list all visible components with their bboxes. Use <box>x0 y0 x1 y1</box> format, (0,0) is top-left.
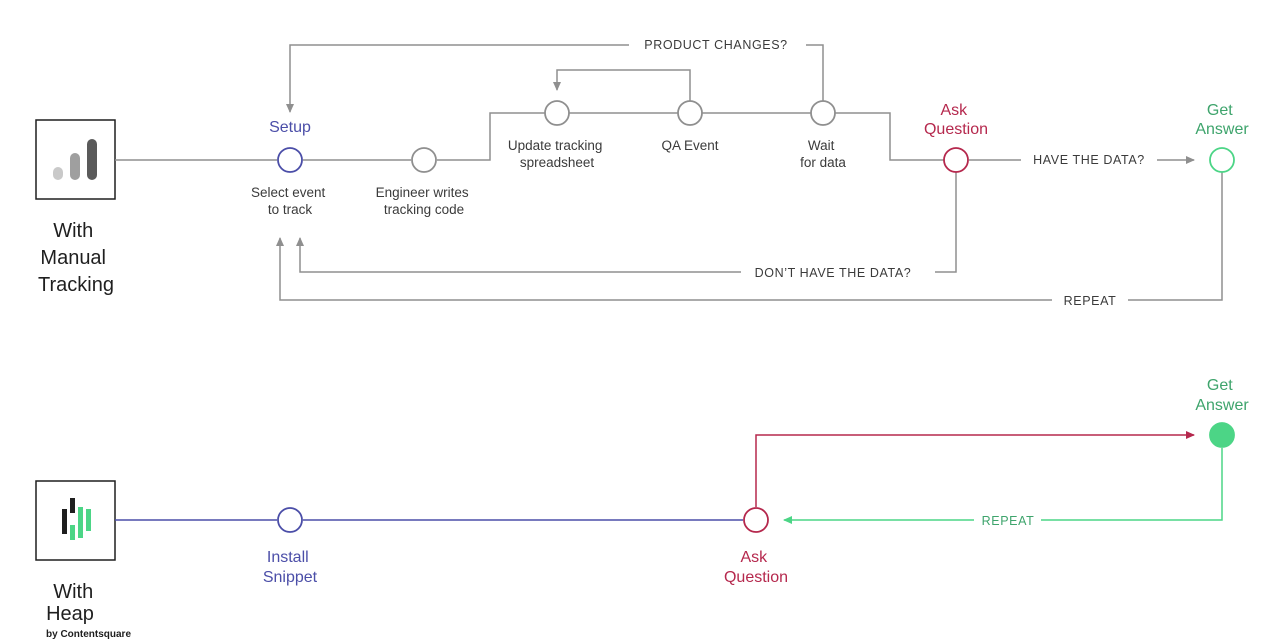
get-answer-label: Get Answer <box>1195 102 1249 138</box>
manual-tracking-row: With Manual Tracking <box>35 38 1249 308</box>
heap-logo-icon <box>62 498 91 540</box>
qa-event-label: QA Event <box>661 138 718 153</box>
wait-for-data-label: Wait for data <box>800 138 846 170</box>
heap-flow-lines <box>115 431 1223 524</box>
install-snippet-label: Install Snippet <box>263 549 318 586</box>
heap-get-answer-label: Get Answer <box>1195 377 1249 414</box>
setup-label: Setup <box>269 119 311 136</box>
heap-byline: by Contentsquare <box>46 629 131 640</box>
manual-row-title: With Manual Tracking <box>38 220 114 296</box>
dont-have-the-data-label: DON’T HAVE THE DATA? <box>755 266 912 280</box>
update-tracking-node <box>544 100 570 126</box>
get-answer-node <box>1209 147 1235 173</box>
heap-row: With Heap by Contentsquare Install Snipp… <box>35 377 1249 640</box>
heap-ask-question-node <box>743 507 769 533</box>
manual-repeat-label: REPEAT <box>1064 294 1117 308</box>
manual-flow-lines <box>115 44 1223 301</box>
heap-ask-question-label: Ask Question <box>724 549 788 586</box>
setup-node <box>277 147 303 173</box>
ask-question-label: Ask Question <box>924 102 988 138</box>
engineer-writes-node <box>411 147 437 173</box>
heap-row-title: With Heap <box>46 581 99 625</box>
bar-chart-icon <box>53 139 97 180</box>
heap-get-answer-node <box>1209 422 1235 448</box>
have-the-data-label: HAVE THE DATA? <box>1033 153 1145 167</box>
select-event-label: Select event to track <box>251 185 329 217</box>
heap-repeat-label: REPEAT <box>982 514 1035 528</box>
install-snippet-node <box>277 507 303 533</box>
qa-event-node <box>677 100 703 126</box>
wait-for-data-node <box>810 100 836 126</box>
ask-question-node <box>943 147 969 173</box>
product-changes-label: PRODUCT CHANGES? <box>644 38 787 52</box>
update-tracking-label: Update tracking spreadsheet <box>508 138 606 170</box>
engineer-writes-label: Engineer writes tracking code <box>376 185 473 217</box>
manual-tracking-logo <box>35 119 116 200</box>
heap-logo <box>35 480 116 561</box>
